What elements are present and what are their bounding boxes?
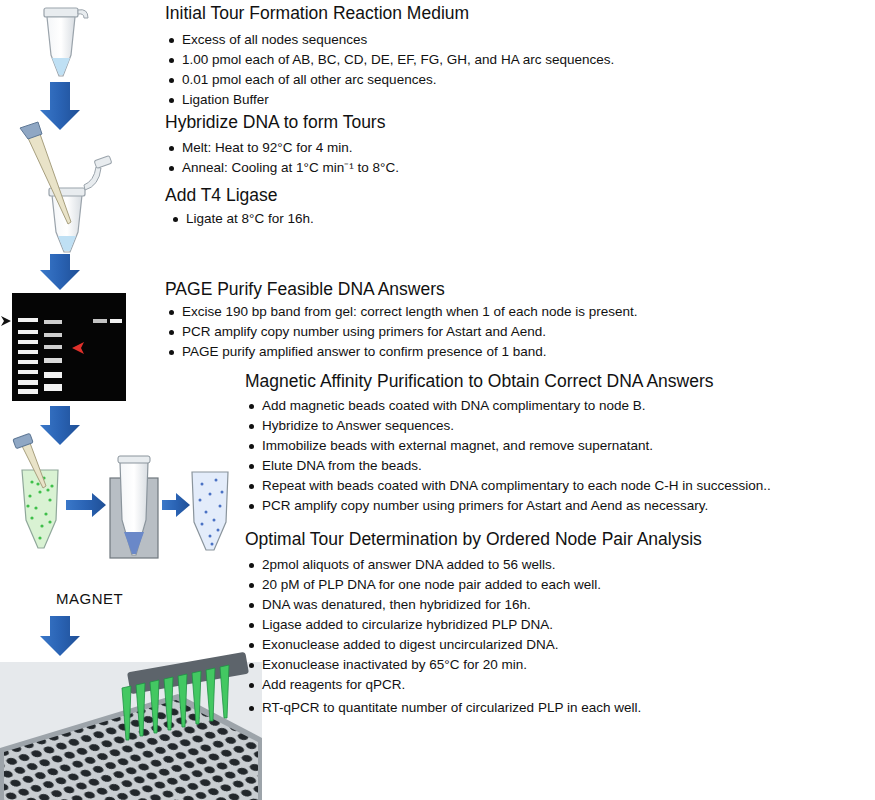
step-detail: Anneal: Cooling at 1°C min⁻¹ to 8°C. [182,159,399,177]
step-detail: Immobilize beads with external magnet, a… [262,437,653,455]
bullet-dot [169,38,174,43]
step-detail: Ligate at 8°C for 16h. [186,210,314,228]
bullet-dot [249,706,254,711]
step-detail: Excess of all nodes sequences [182,31,367,49]
bullet-dot [173,217,178,222]
bullet-dot [169,166,174,171]
step-detail: DNA was denatured, then hybridized for 1… [262,596,531,614]
bullet-dot [249,563,254,568]
magnet-label: MAGNET [56,590,123,608]
step-heading: Initial Tour Formation Reaction Medium [165,2,469,24]
step-heading: Magnetic Affinity Purification to Obtain… [245,370,714,392]
bullet-dot [169,146,174,151]
bullet-dot [249,424,254,429]
bullet-dot [249,484,254,489]
step-heading: PAGE Purify Feasible DNA Answers [165,278,445,300]
bullet-dot [249,643,254,648]
step-detail: Exonuclease inactivated by 65°C for 20 m… [262,656,527,674]
step-detail: Repeat with beads coated with DNA compli… [262,477,771,495]
bullet-dot [249,464,254,469]
down-arrow [40,406,80,445]
step-detail: Elute DNA from the beads. [262,457,422,475]
bullet-dot [169,78,174,83]
step-detail: PCR amplify copy number using primers fo… [262,497,708,515]
step-detail: Add reagents for qPCR. [262,676,405,694]
step-detail: Melt: Heat to 92°C for 4 min. [182,139,352,157]
step-detail: PCR amplify copy number using primers fo… [182,323,546,341]
step-detail: 20 pM of PLP DNA for one node pair added… [262,576,601,594]
eluted-tube-icon [192,472,228,550]
step-detail: Excise 190 bp band from gel: correct len… [182,303,638,321]
step-detail: RT-qPCR to quantitate number of circular… [262,699,641,717]
step-detail: 1.00 pmol each of AB, BC, CD, DE, EF, FG… [182,51,614,69]
down-arrow [40,82,80,130]
bullet-dot [169,58,174,63]
bullet-dot [169,310,174,315]
step-detail: Ligase added to circularize hybridized P… [262,616,553,634]
gel-image [12,293,126,401]
magnet-stand [110,456,158,558]
down-arrow [40,616,80,656]
step-detail: Exonuclease added to digest uncirculariz… [262,636,558,654]
bullet-dot [169,98,174,103]
step-heading: Optimal Tour Determination by Ordered No… [245,528,702,550]
bullet-dot [249,504,254,509]
step-detail: PAGE purify amplified answer to confirm … [182,343,546,361]
step-heading: Add T4 Ligase [165,184,278,206]
bullet-dot [169,350,174,355]
bead-tube-icon [13,433,58,548]
step-detail: 2pmol aliquots of answer DNA added to 56… [262,556,555,574]
step-detail: Hybridize to Answer sequences. [262,417,454,435]
bullet-dot [249,603,254,608]
step-heading: Hybridize DNA to form Tours [165,111,385,133]
bullet-dot [249,623,254,628]
band-marker [1,316,11,326]
down-arrow [40,254,80,290]
step-detail: 0.01 pmol each of all other arc sequence… [182,71,436,89]
pipette-tube-icon [20,122,112,252]
bullet-dot [249,683,254,688]
well-plate-photo [0,652,262,800]
bullet-dot [249,583,254,588]
bullet-dot [249,404,254,409]
step-detail: Add magnetic beads coated with DNA compl… [262,397,645,415]
tube-icon [44,8,88,76]
bullet-dot [169,330,174,335]
bullet-dot [249,444,254,449]
bullet-dot [249,663,254,668]
step-detail: Ligation Buffer [182,91,269,109]
